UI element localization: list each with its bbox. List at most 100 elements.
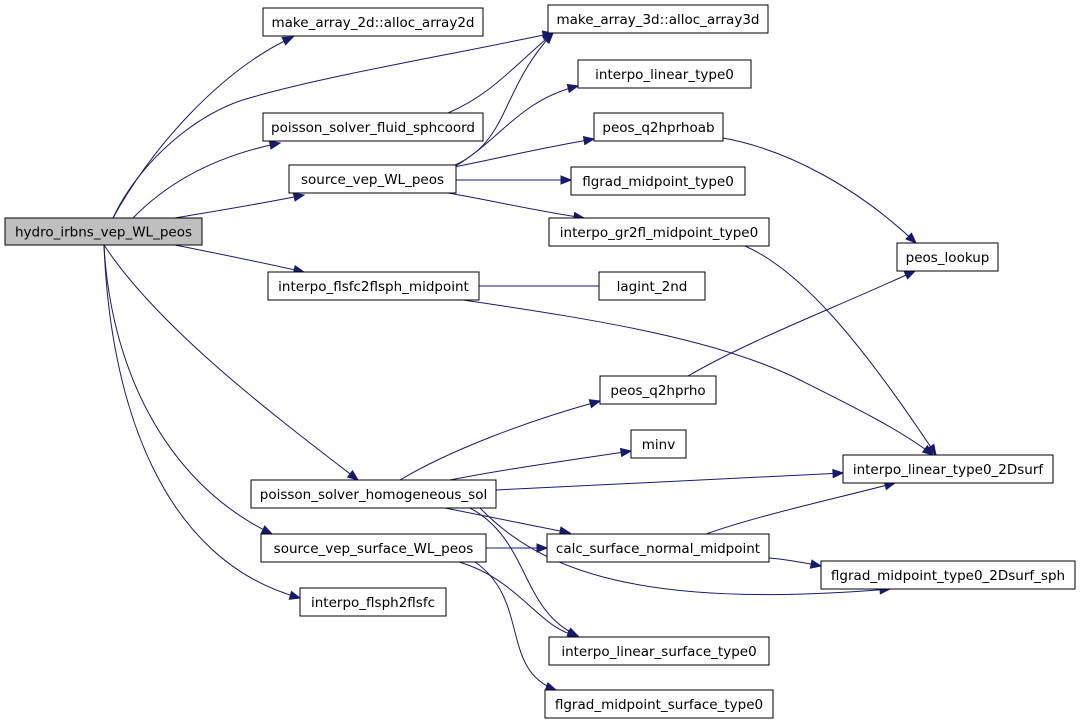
call-edge [103,244,274,535]
edge-line [447,192,585,219]
node-lagint-2nd[interactable]: lagint_2nd [598,271,706,301]
edge-line [103,244,359,481]
node-label: minv [642,437,675,453]
edge-line [453,138,595,168]
node-label: peos_q2hprho [610,383,705,399]
node-make-array-3d-alloc-array3d[interactable]: make_array_3d::alloc_array3d [547,4,769,34]
node-interpo-gr2fl-midpoint-type0[interactable]: interpo_gr2fl_midpoint_type0 [548,217,770,247]
arrowhead [281,36,295,46]
arrowhead [588,399,602,409]
node-poisson-solver-fluid-sphcoord[interactable]: poisson_solver_fluid_sphcoord [262,112,484,142]
arrowhead [292,192,306,202]
node-label: make_array_3d::alloc_array3d [557,12,760,28]
call-edge [705,481,897,535]
node-box [262,7,484,37]
node-label: poisson_solver_fluid_sphcoord [271,120,475,136]
arrowhead [619,447,633,458]
node-interpo-linear-type0[interactable]: interpo_linear_type0 [577,59,752,89]
node-box [598,271,706,301]
node-label: flgrad_midpoint_surface_type0 [555,697,763,713]
node-peos-q2hprho[interactable]: peos_q2hprho [599,375,717,405]
node-box [570,166,746,196]
node-label: lagint_2nd [617,279,688,295]
arrowhead [288,590,302,600]
edge-line [174,194,305,219]
node-label: make_array_2d::alloc_array2d [272,15,475,31]
call-edge [103,244,360,481]
node-box [599,375,717,405]
node-interpo-linear-type0-2dsurf[interactable]: interpo_linear_type0_2Dsurf [842,454,1054,484]
call-edge [453,83,580,168]
node-flgrad-midpoint-type0-2dsurf-sph[interactable]: flgrad_midpoint_type0_2Dsurf_sph [820,560,1076,590]
edge-line [474,561,557,691]
arrowhead [268,140,282,150]
node-label: peos_q2hprhoab [602,120,714,136]
edge-line [447,32,554,114]
node-box [260,533,487,563]
edge-line [479,507,891,596]
node-source-vep-wl-peos[interactable]: source_vep_WL_peos [288,164,457,194]
node-box [577,59,752,89]
node-make-array-2d-alloc-array2d[interactable]: make_array_2d::alloc_array2d [262,7,484,37]
call-edge [454,32,554,166]
node-label: interpo_flsfc2flsph_midpoint [278,279,469,295]
edge-line [112,36,294,219]
arrowhead [809,559,823,569]
edge-line [444,507,571,534]
node-peos-lookup[interactable]: peos_lookup [896,242,999,272]
edge-line [495,472,844,491]
edge-line [687,270,916,377]
node-source-vep-surface-wl-peos[interactable]: source_vep_surface_WL_peos [260,533,487,563]
node-interpo-linear-surface-type0[interactable]: interpo_linear_surface_type0 [548,636,770,666]
call-edge [474,561,558,691]
arrowhead [926,443,937,457]
call-edges [103,30,937,691]
node-box [267,271,480,301]
call-edge [453,136,596,168]
arrowhead [536,543,549,553]
edge-line [103,244,273,535]
edge-line [174,244,305,273]
node-minv[interactable]: minv [630,429,687,459]
node-label: poisson_solver_homogeneous_sol [260,487,487,503]
edge-line [469,507,579,637]
call-edge [722,137,917,244]
node-hydro-irbns-vep-wl-peos[interactable]: hydro_irbns_vep_WL_peos [4,217,203,246]
node-label: interpo_linear_surface_type0 [561,644,756,660]
edge-line [399,400,601,481]
node-poisson-solver-homogeneous-sol[interactable]: poisson_solver_homogeneous_sol [250,479,497,509]
node-label: calc_surface_normal_midpoint [556,541,760,557]
node-box [896,242,999,272]
call-edge [447,192,586,222]
node-peos-q2hprhoab[interactable]: peos_q2hprhoab [593,112,724,142]
arrowhead [544,682,558,691]
call-edge [174,192,306,219]
node-label: interpo_flsph2flsfc [311,595,435,611]
call-edge [444,507,572,536]
node-interpo-flsfc2flsph-midpoint[interactable]: interpo_flsfc2flsph_midpoint [267,271,480,301]
call-edge [744,245,937,457]
call-edge [449,447,633,481]
arrowhead [346,469,360,481]
edge-line [722,137,917,244]
edge-line [744,245,937,456]
node-label: flgrad_midpoint_type0_2Dsurf_sph [831,568,1065,584]
node-box [630,429,687,459]
call-edge [174,244,306,275]
arrowhead [582,136,596,146]
node-label: source_vep_WL_peos [301,172,444,188]
node-flgrad-midpoint-type0[interactable]: flgrad_midpoint_type0 [570,166,746,196]
call-edge [479,281,613,291]
node-label: interpo_linear_type0_2Dsurf [853,462,1045,478]
edge-line [449,450,632,481]
node-box [548,217,770,247]
edge-line [705,482,896,535]
node-calc-surface-normal-midpoint[interactable]: calc_surface_normal_midpoint [546,533,770,563]
call-nodes: hydro_irbns_vep_WL_peos make_array_2d::al… [4,4,1076,719]
call-edge [103,244,302,600]
edge-line [462,299,934,456]
node-box [299,587,447,617]
node-interpo-flsph2flsfc[interactable]: interpo_flsph2flsfc [299,587,447,617]
node-flgrad-midpoint-surface-type0[interactable]: flgrad_midpoint_surface_type0 [544,689,774,719]
